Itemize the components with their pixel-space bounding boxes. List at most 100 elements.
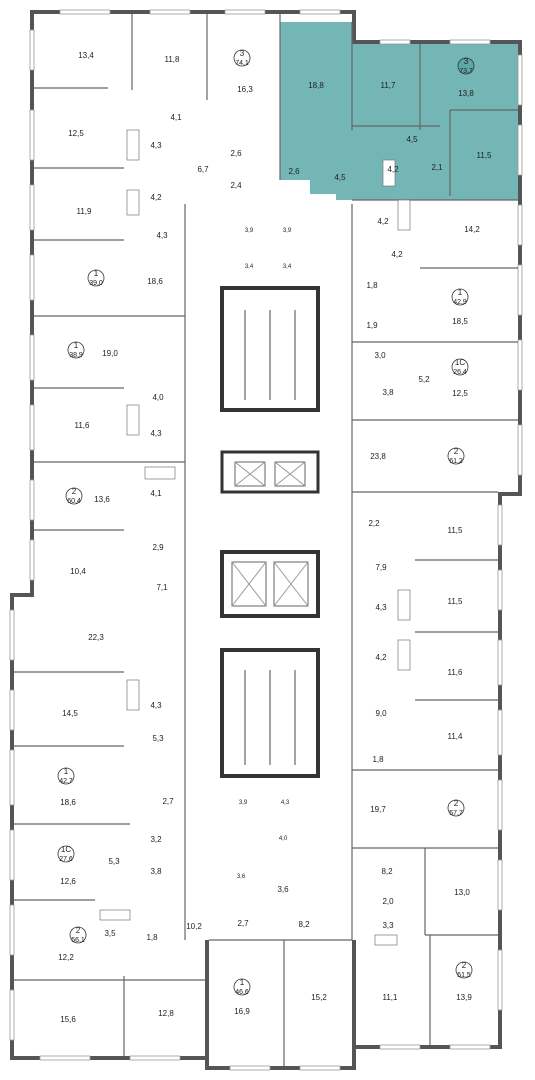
room-area: 1,8 — [366, 281, 378, 290]
apartment-label[interactable]: 2 61,2 — [447, 447, 465, 465]
apartment-label[interactable]: 1С 26,4 — [451, 358, 469, 376]
apartment-label[interactable]: 1 38,9 — [67, 341, 85, 359]
room-area: 15,6 — [60, 1015, 76, 1024]
room-area: 4,2 — [377, 217, 389, 226]
room-area: 7,9 — [375, 563, 387, 572]
apartment-rooms: 2 — [454, 799, 459, 808]
room-area: 11,9 — [77, 207, 93, 216]
apartment-labels: 3 74,1 3 73,7 1 39,0 1 38,9 2 60,4 1 42,… — [57, 49, 475, 996]
room-area: 18,6 — [60, 798, 76, 807]
apartment-rooms: 2 — [76, 926, 81, 935]
apartment-label[interactable]: 2 51,5 — [455, 961, 473, 979]
room-area: 2,9 — [152, 543, 164, 552]
room-area: 9,0 — [375, 709, 387, 718]
apartment-rooms: 1 — [94, 269, 99, 278]
apartment-total-area: 57,7 — [449, 810, 463, 817]
room-area: 3,2 — [150, 835, 162, 844]
apartment-total-area: 73,7 — [459, 68, 473, 75]
apartment-total-area: 74,1 — [235, 60, 249, 67]
room-area: 13,0 — [454, 888, 470, 897]
apartment-label[interactable]: 2 56,1 — [69, 926, 87, 944]
building-core — [220, 286, 320, 778]
apartment-total-area: 26,4 — [453, 369, 467, 376]
selected-apartment-highlight[interactable] — [280, 22, 518, 200]
room-area: 15,2 — [311, 993, 327, 1002]
apartment-total-area: 61,2 — [449, 458, 463, 465]
room-area: 22,3 — [88, 633, 104, 642]
room-area: 12,2 — [58, 953, 74, 962]
room-area: 5,2 — [418, 375, 430, 384]
room-area: 14,2 — [464, 225, 480, 234]
room-area: 11,6 — [75, 421, 91, 430]
room-area: 2,4 — [230, 181, 242, 190]
apartment-label[interactable]: 2 57,7 — [447, 799, 465, 817]
apartment-label[interactable]: 3 73,7 — [457, 57, 475, 75]
room-area: 16,9 — [234, 1007, 250, 1016]
apartment-label[interactable]: 1 39,0 — [87, 269, 105, 287]
apartment-rooms: 3 — [464, 57, 469, 66]
room-area: 4,3 — [150, 141, 162, 150]
apartment-label[interactable]: 1 42,7 — [57, 767, 75, 785]
apartment-total-area: 60,4 — [67, 498, 81, 505]
room-area: 4,3 — [150, 701, 162, 710]
apartment-rooms: 3 — [240, 49, 245, 58]
apartment-label[interactable]: 2 60,4 — [65, 487, 83, 505]
apartment-rooms: 1 — [458, 288, 463, 297]
apartment-label[interactable]: 1 46,6 — [233, 978, 251, 996]
room-area: 13,9 — [456, 993, 472, 1002]
room-area: 11,5 — [448, 597, 464, 606]
stair-upper — [244, 310, 296, 400]
apartment-label[interactable]: 3 74,1 — [233, 49, 251, 67]
room-area: 4,1 — [150, 489, 162, 498]
room-area: 6,7 — [197, 165, 209, 174]
apartment-rooms: 1 — [240, 978, 245, 987]
room-area: 4,3 — [150, 429, 162, 438]
room-area: 14,5 — [62, 709, 78, 718]
apartment-rooms: 1 — [64, 767, 69, 776]
room-area: 12,5 — [68, 129, 84, 138]
room-area: 4,2 — [150, 193, 162, 202]
room-area: 2,2 — [368, 519, 380, 528]
room-area: 7,1 — [156, 583, 168, 592]
room-area: 2,0 — [382, 897, 394, 906]
room-area: 18,6 — [147, 277, 163, 286]
room-area: 3,3 — [382, 921, 394, 930]
fixtures — [99, 129, 411, 946]
room-area: 23,8 — [370, 452, 386, 461]
apartment-total-area: 56,1 — [71, 937, 85, 944]
room-area: 16,3 — [237, 85, 253, 94]
apartment-rooms: 2 — [454, 447, 459, 456]
stair-lower — [244, 670, 296, 765]
apartment-rooms: 2 — [72, 487, 77, 496]
room-areas: 13,4 11,8 16,3 18,8 11,7 13,8 11,5 4,5 4… — [58, 51, 492, 1024]
room-area: 11,5 — [448, 526, 464, 535]
apartment-total-area: 51,5 — [457, 972, 471, 979]
room-area: 5,3 — [108, 857, 120, 866]
room-area: 11,7 — [381, 81, 397, 90]
room-area: 1,8 — [146, 933, 158, 942]
room-area: 3,8 — [382, 388, 394, 397]
room-area: 11,1 — [383, 993, 399, 1002]
room-area: 18,5 — [452, 317, 468, 326]
room-area: 19,0 — [102, 349, 118, 358]
room-area: 2,7 — [237, 919, 249, 928]
room-area: 3,6 — [237, 874, 246, 880]
room-area: 2,6 — [230, 149, 242, 158]
interior-walls — [14, 14, 518, 1066]
windows — [9, 9, 523, 1071]
room-area: 3,5 — [104, 929, 116, 938]
room-area: 3,4 — [283, 264, 292, 270]
room-area: 3,4 — [245, 264, 254, 270]
apartment-label[interactable]: 1 42,9 — [451, 288, 469, 306]
apartment-label[interactable]: 1С 27,6 — [57, 845, 75, 863]
room-area: 11,6 — [448, 668, 464, 677]
apartment-rooms: 2 — [462, 961, 467, 970]
room-area: 11,5 — [477, 151, 493, 160]
room-area: 4,1 — [170, 113, 182, 122]
room-area: 4,2 — [387, 165, 399, 174]
room-area: 12,8 — [158, 1009, 174, 1018]
apartment-rooms: 1С — [455, 358, 465, 367]
room-area: 4,3 — [156, 231, 168, 240]
room-area: 4,2 — [375, 653, 387, 662]
